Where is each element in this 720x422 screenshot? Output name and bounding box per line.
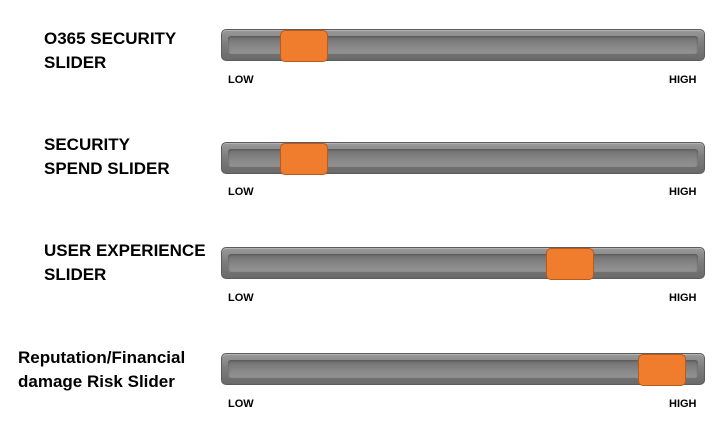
slider-thumb-o365-security[interactable] bbox=[280, 30, 329, 62]
slider-thumb-user-experience[interactable] bbox=[546, 248, 595, 280]
slider-high-label: HIGH bbox=[669, 186, 697, 198]
slider-low-label: LOW bbox=[228, 398, 254, 410]
slider-track-user-experience[interactable] bbox=[221, 247, 705, 280]
slider-low-label: LOW bbox=[228, 186, 254, 198]
slider-high-label: HIGH bbox=[669, 398, 697, 410]
slider-groove bbox=[228, 36, 698, 54]
slider-label-security-spend: SECURITY SPEND SLIDER bbox=[44, 135, 170, 178]
slider-track-reputation-risk[interactable] bbox=[221, 353, 705, 386]
slider-label-user-experience: USER EXPERIENCE SLIDER bbox=[44, 241, 206, 284]
slider-groove bbox=[228, 149, 698, 167]
slider-track-o365-security[interactable] bbox=[221, 29, 705, 62]
slider-high-label: HIGH bbox=[669, 74, 697, 86]
slider-groove bbox=[228, 360, 698, 378]
slider-label-o365-security: O365 SECURITY SLIDER bbox=[44, 29, 177, 72]
slider-groove bbox=[228, 254, 698, 272]
slider-low-label: LOW bbox=[228, 292, 254, 304]
slider-thumb-reputation-risk[interactable] bbox=[638, 354, 687, 386]
slider-thumb-security-spend[interactable] bbox=[280, 143, 329, 175]
slider-label-reputation-risk: Reputation/Financial damage Risk Slider bbox=[18, 348, 186, 391]
slider-low-label: LOW bbox=[228, 74, 254, 86]
slider-track-security-spend[interactable] bbox=[221, 142, 705, 175]
slider-high-label: HIGH bbox=[669, 292, 697, 304]
